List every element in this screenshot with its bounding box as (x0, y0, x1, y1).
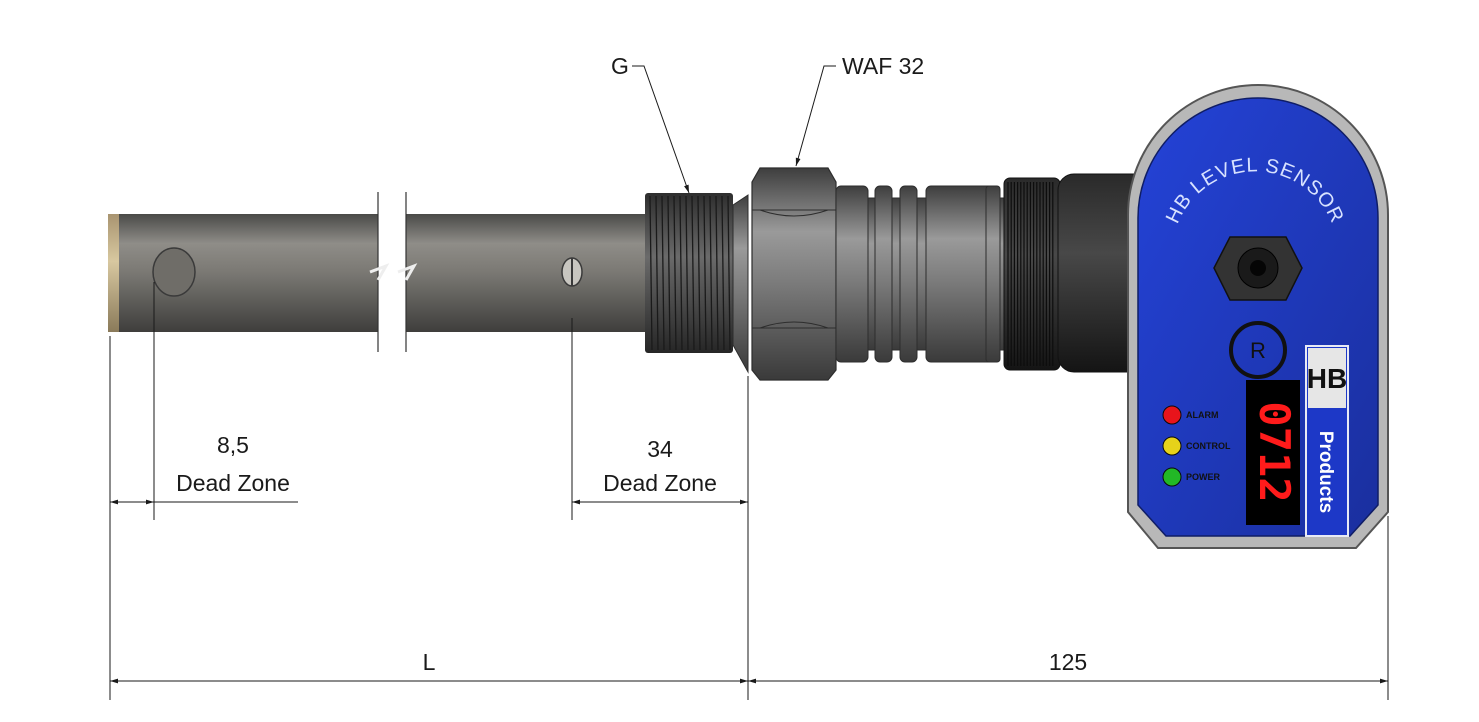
thread-section (645, 193, 733, 353)
cooling-fins (835, 185, 1005, 363)
probe-tip (108, 214, 119, 332)
led-label-power: POWER (1186, 472, 1221, 482)
probe-tube (108, 192, 648, 352)
digital-display (1246, 380, 1300, 525)
display-value: 0712 (1250, 401, 1299, 502)
brand-label: HB (1307, 363, 1347, 394)
thread-callout: G (611, 53, 629, 79)
length-dimension: L (423, 649, 436, 675)
right-dead-zone-label: Dead Zone (603, 470, 717, 496)
led-alarm (1162, 405, 1182, 425)
brand-sub-label: Products (1315, 431, 1336, 513)
led-label-alarm: ALARM (1186, 410, 1219, 420)
sensor-head: HB LEVEL SENSOR R 0712 HB Products ALARM… (1127, 84, 1389, 549)
head-length-dimension: 125 (1049, 649, 1087, 675)
hex-nut (732, 167, 837, 381)
left-dead-zone-label: Dead Zone (176, 470, 290, 496)
registered-mark (1229, 321, 1287, 379)
registered-mark-label: R (1250, 338, 1266, 363)
led-control (1162, 436, 1182, 456)
wrench-callout: WAF 32 (842, 53, 924, 79)
status-leds: ALARM CONTROL POWER (1162, 405, 1231, 487)
led-label-control: CONTROL (1186, 441, 1231, 451)
led-power (1162, 467, 1182, 487)
left-dead-zone-value: 8,5 (217, 432, 249, 458)
probe-hole-left (152, 247, 196, 297)
dimension-lines (109, 65, 1389, 700)
right-dead-zone-value: 34 (647, 436, 673, 462)
